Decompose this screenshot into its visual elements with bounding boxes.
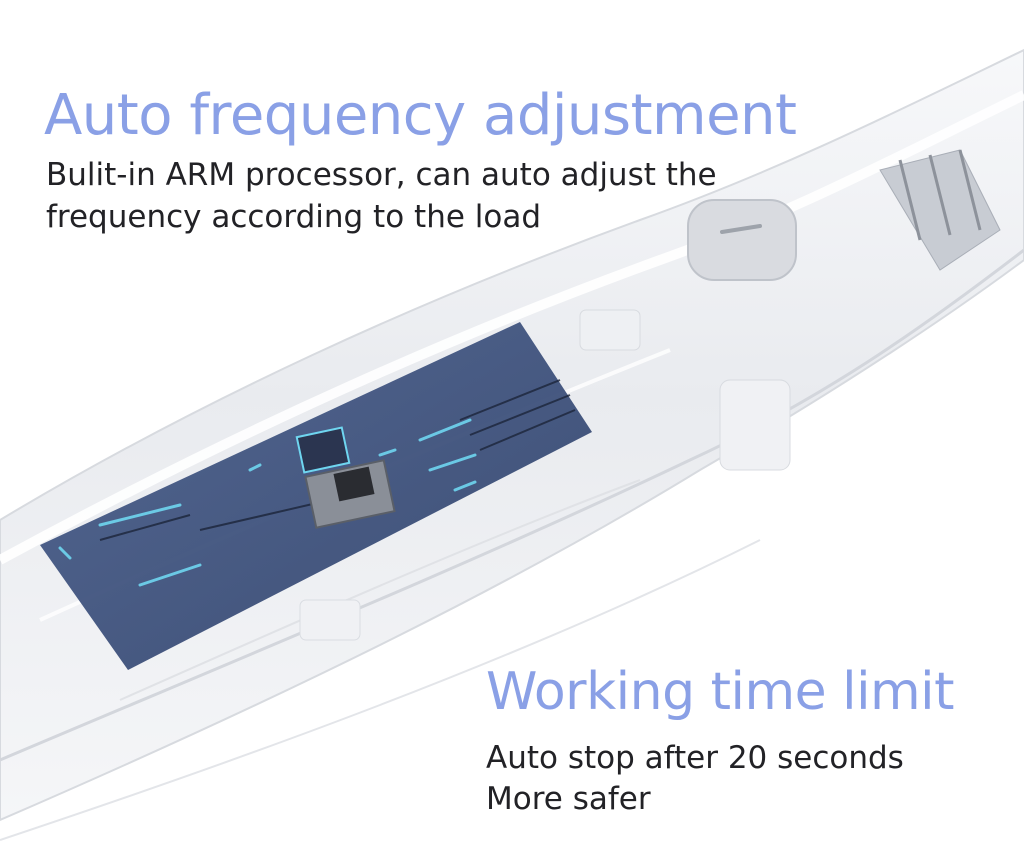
headline-auto-frequency: Auto frequency adjustment (44, 83, 797, 148)
description-line: More safer (486, 781, 651, 817)
description-line: Bulit-in ARM processor, can auto adjust … (46, 157, 717, 193)
arm-processor-chip (304, 459, 396, 529)
working-time-description: Auto stop after 20 seconds More safer (486, 738, 904, 820)
auto-frequency-description: Bulit-in ARM processor, can auto adjust … (46, 154, 717, 238)
description-line: frequency according to the load (46, 199, 542, 235)
power-button (687, 199, 797, 281)
motor (879, 149, 1001, 271)
description-line: Auto stop after 20 seconds (486, 740, 904, 776)
headline-working-time-limit: Working time limit (486, 662, 955, 722)
